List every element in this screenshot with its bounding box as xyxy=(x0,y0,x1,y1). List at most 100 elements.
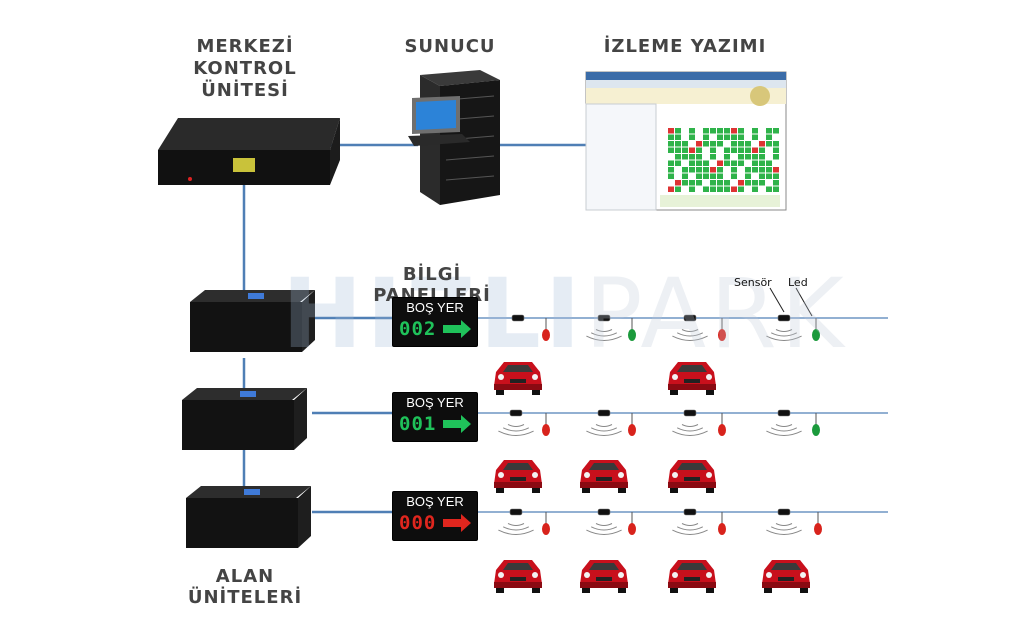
grid-cell xyxy=(710,128,716,134)
panel-title: BOŞ YER xyxy=(406,395,464,410)
grid-cell xyxy=(668,134,674,140)
grid-cell xyxy=(759,154,765,160)
led-icon xyxy=(628,329,636,341)
grid-cell xyxy=(717,134,723,140)
led-icon xyxy=(814,523,822,535)
grid-cell xyxy=(724,128,730,134)
led-icon xyxy=(812,329,820,341)
grid-cell xyxy=(668,147,674,153)
grid-cell xyxy=(689,167,695,173)
panel-title: BOŞ YER xyxy=(406,494,464,509)
info-panel-3: BOŞ YER 000 xyxy=(392,491,478,541)
grid-cell xyxy=(738,141,744,147)
grid-cell xyxy=(717,141,723,147)
sensor-wave xyxy=(586,430,622,436)
grid-cell xyxy=(745,173,751,179)
sensor-wave xyxy=(595,424,613,427)
grid-cell xyxy=(717,180,723,186)
grid-cell xyxy=(675,173,681,179)
grid-cell xyxy=(703,154,709,160)
grid-cell xyxy=(675,128,681,134)
grid-cell xyxy=(710,141,716,147)
sensor-wave xyxy=(672,335,708,341)
grid-cell xyxy=(689,180,695,186)
leds xyxy=(542,318,822,535)
grid-cell xyxy=(703,147,709,153)
grid-cell xyxy=(710,167,716,173)
sensor-wave xyxy=(766,335,802,341)
grid-cell xyxy=(710,180,716,186)
grid-cell xyxy=(717,167,723,173)
grid-cell xyxy=(766,186,772,192)
grid-cell xyxy=(717,186,723,192)
grid-cell xyxy=(731,128,737,134)
grid-cell xyxy=(752,141,758,147)
grid-cell xyxy=(703,141,709,147)
status-grid xyxy=(668,128,779,192)
grid-cell xyxy=(682,154,688,160)
grid-cell xyxy=(759,141,765,147)
grid-cell xyxy=(710,134,716,140)
grid-cell xyxy=(675,160,681,166)
grid-cell xyxy=(682,134,688,140)
sensor-wave xyxy=(595,329,613,332)
grid-cell xyxy=(696,147,702,153)
car-icon xyxy=(668,560,716,593)
led-icon xyxy=(542,424,550,436)
grid-cell xyxy=(731,160,737,166)
grid-cell xyxy=(738,128,744,134)
sensor-wave xyxy=(507,424,525,427)
info-panel-2: BOŞ YER 001 xyxy=(392,392,478,442)
grid-cell xyxy=(724,186,730,192)
grid-cell xyxy=(724,147,730,153)
car-icon xyxy=(762,560,810,593)
grid-cell xyxy=(717,147,723,153)
sensor-wave xyxy=(681,424,699,427)
grid-cell xyxy=(689,134,695,140)
grid-cell xyxy=(731,141,737,147)
led-icon xyxy=(718,523,726,535)
led-icon xyxy=(542,329,550,341)
sensor-icon xyxy=(597,314,611,322)
grid-cell xyxy=(689,147,695,153)
grid-cell xyxy=(696,180,702,186)
sensor-icon xyxy=(777,508,791,516)
sensor-wave xyxy=(775,424,793,427)
led-icon xyxy=(628,523,636,535)
grid-cell xyxy=(668,173,674,179)
grid-cell xyxy=(731,186,737,192)
grid-cell xyxy=(696,128,702,134)
sensor-wave xyxy=(676,332,704,337)
grid-cell xyxy=(682,180,688,186)
grid-cell xyxy=(773,147,779,153)
grid-cell xyxy=(682,160,688,166)
grid-cell xyxy=(745,154,751,160)
sensor-wave xyxy=(766,529,802,535)
grid-cell xyxy=(773,180,779,186)
grid-cell xyxy=(717,173,723,179)
sensor-wave xyxy=(681,329,699,332)
callout-lines xyxy=(769,287,813,317)
grid-cell xyxy=(759,173,765,179)
grid-cell xyxy=(766,128,772,134)
sensor-icon xyxy=(683,508,697,516)
grid-cell xyxy=(745,128,751,134)
grid-cell xyxy=(689,154,695,160)
sensor-wave xyxy=(672,430,708,436)
grid-cell xyxy=(752,128,758,134)
grid-cell xyxy=(703,128,709,134)
field-unit-3 xyxy=(186,486,311,548)
grid-cell xyxy=(682,128,688,134)
grid-cell xyxy=(675,167,681,173)
grid-cell xyxy=(738,180,744,186)
grid-cell xyxy=(675,180,681,186)
grid-cell xyxy=(710,173,716,179)
grid-cell xyxy=(759,147,765,153)
grid-cell xyxy=(717,160,723,166)
sensor-wave xyxy=(766,430,802,436)
grid-cell xyxy=(675,186,681,192)
led-icon xyxy=(718,329,726,341)
grid-cell xyxy=(696,167,702,173)
grid-cell xyxy=(752,147,758,153)
